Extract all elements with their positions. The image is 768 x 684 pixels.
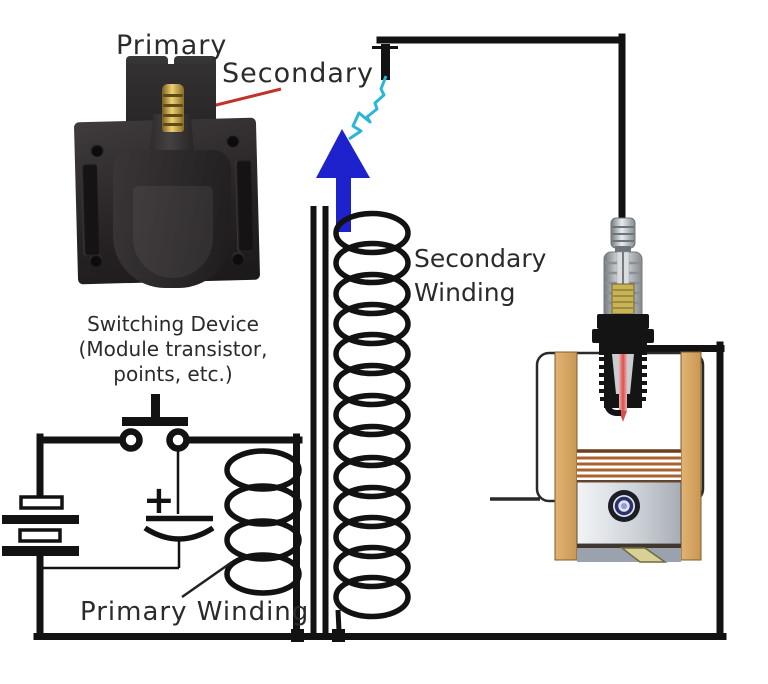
switching-device-label: Switching Device (Module transistor, poi… bbox=[48, 312, 298, 387]
secondary-winding-line1: Secondary bbox=[414, 244, 547, 273]
switching-device-line2: (Module transistor, bbox=[78, 337, 268, 361]
primary-winding-icon bbox=[224, 448, 302, 596]
coil-side-slot bbox=[81, 163, 100, 257]
ht-terminal bbox=[372, 44, 398, 80]
cylinder-wall-left bbox=[554, 351, 578, 561]
coil-body-skirt bbox=[133, 186, 213, 278]
plug-hex-shell bbox=[592, 314, 654, 355]
capacitor-icon: + bbox=[41, 450, 215, 570]
ignition-coil-photo bbox=[62, 52, 262, 314]
switch-contact-right bbox=[166, 428, 190, 452]
coil-side-slot bbox=[234, 159, 254, 253]
cylinder-wall-right bbox=[680, 351, 702, 561]
secondary-winding-icon bbox=[333, 210, 411, 632]
secondary-winding-line2: Winding bbox=[414, 278, 516, 307]
plug-ground-electrode bbox=[604, 384, 621, 416]
switching-device-line1: Switching Device bbox=[87, 312, 259, 336]
switch-icon bbox=[119, 394, 190, 452]
switch-contact-left bbox=[119, 428, 143, 452]
wire-secondary-to-plug bbox=[376, 33, 626, 223]
piston-cylinder-icon bbox=[490, 351, 705, 563]
junction-dots bbox=[291, 629, 345, 642]
capacitor-plus-sign: + bbox=[143, 478, 175, 522]
terminal-ring bbox=[163, 114, 183, 117]
coil-screw-hole bbox=[231, 251, 245, 266]
plug-neck bbox=[615, 246, 631, 253]
secondary-winding-label: Secondary Winding bbox=[414, 242, 546, 310]
battery-icon bbox=[2, 495, 79, 556]
terminal-ring bbox=[163, 104, 183, 107]
iron-core-icon bbox=[310, 206, 329, 633]
spark-plug-icon bbox=[592, 217, 654, 422]
switching-device-line3: points, etc.) bbox=[113, 362, 233, 386]
secondary-label: Secondary bbox=[222, 58, 374, 89]
coil-brass-terminal bbox=[162, 84, 184, 132]
terminal-ring bbox=[163, 123, 183, 126]
piston-rings bbox=[577, 449, 681, 482]
coil-screw-hole bbox=[226, 134, 240, 148]
primary-label: Primary bbox=[116, 30, 228, 61]
terminal-ring bbox=[163, 94, 183, 97]
piston-skirt-line bbox=[577, 544, 681, 548]
coil-screw-hole bbox=[90, 143, 104, 157]
connecting-rod bbox=[619, 547, 668, 563]
coil-body bbox=[113, 150, 231, 288]
primary-winding-pointer-line bbox=[181, 560, 233, 599]
wrist-pin bbox=[608, 490, 640, 522]
primary-winding-label: Primary Winding bbox=[80, 597, 310, 627]
